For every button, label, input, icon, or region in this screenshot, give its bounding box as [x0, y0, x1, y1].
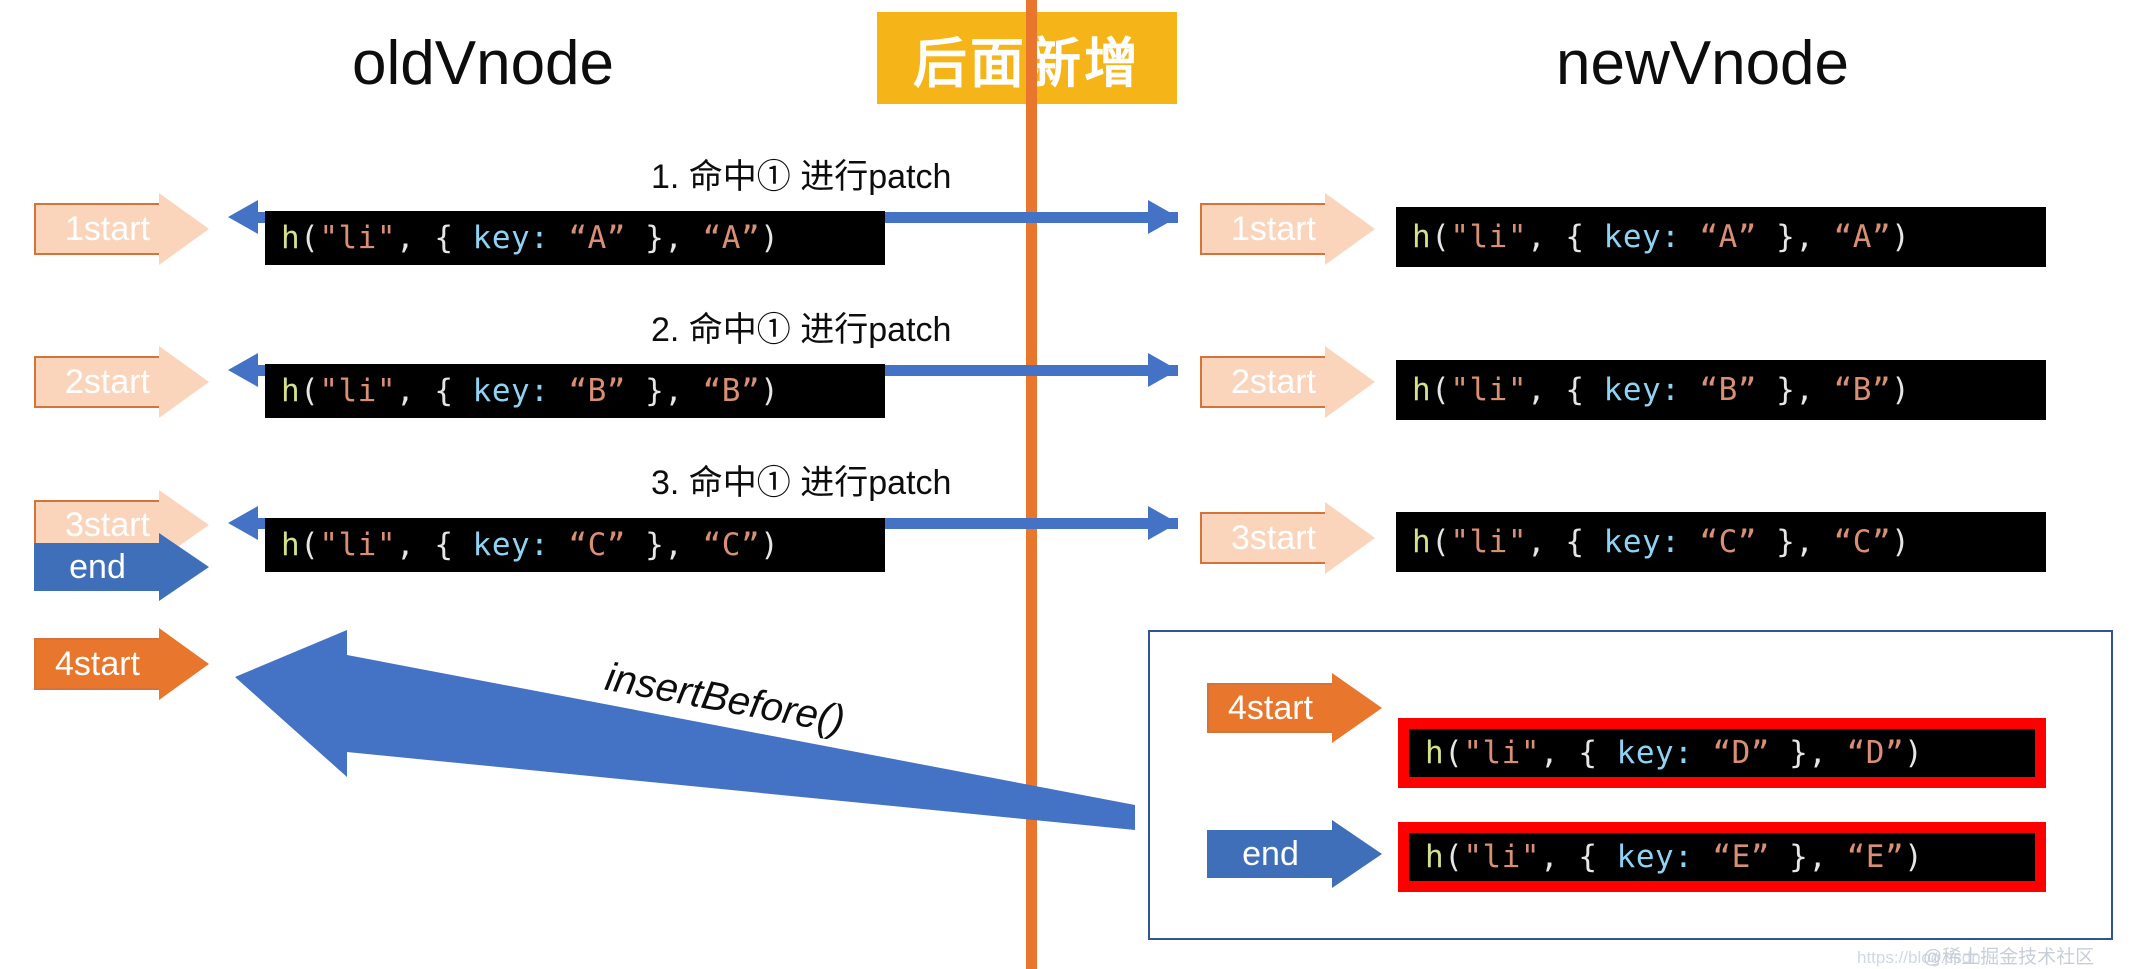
watermark-url: https://blog.csdn [1857, 948, 1981, 967]
new-code-text-d: h("li", { key: “D” }, “D”) [1425, 734, 1924, 771]
arrow-head-icon [159, 533, 209, 601]
banner-label: 后面新增 [913, 19, 1141, 98]
old-code-block-a: h("li", { key: “A” }, “A”) [265, 211, 885, 265]
pointer-body: 1start [1200, 203, 1325, 255]
arrow-head-icon [1325, 502, 1375, 574]
new-code-block-c: h("li", { key: “C” }, “C”) [1396, 512, 2046, 572]
old-pointer-3start[interactable]: 3start [34, 490, 209, 560]
pointer-label: 1start [1230, 210, 1317, 248]
watermark: https://blog.csdn @稀土掘金技术社区 [1857, 942, 2094, 969]
pointer-body: 3start [1200, 512, 1325, 564]
old-pointer-4start[interactable]: 4start [34, 628, 209, 700]
pointer-body: 4start [1207, 683, 1332, 733]
old-code-text-b: h("li", { key: “B” }, “B”) [281, 372, 780, 409]
new-code-text-e: h("li", { key: “E” }, “E”) [1425, 838, 1924, 875]
arrow-head-icon [159, 346, 209, 418]
old-code-block-b: h("li", { key: “B” }, “B”) [265, 364, 885, 418]
pointer-body: 1start [34, 203, 159, 255]
pointer-label: 3start [1230, 519, 1317, 557]
arrow-head-icon [159, 193, 209, 265]
pointer-label: 2start [64, 363, 151, 401]
new-code-block-a: h("li", { key: “A” }, “A”) [1396, 207, 2046, 267]
arrowhead-right-icon [1148, 200, 1178, 234]
pointer-body: 2start [1200, 356, 1325, 408]
old-code-text-c: h("li", { key: “C” }, “C”) [281, 526, 780, 563]
pointer-label: end [69, 548, 126, 586]
step-label-3: 3. 命中① 进行patch [651, 464, 952, 502]
new-code-text-b: h("li", { key: “B” }, “B”) [1412, 371, 1911, 408]
arrowhead-left-icon [228, 200, 258, 234]
arrow-head-icon [1325, 346, 1375, 418]
insert-before-arrow [235, 630, 1135, 830]
watermark-author: @稀土掘金技术社区 [1922, 947, 2095, 968]
arrow-shape [235, 630, 1135, 830]
pointer-label: 3start [64, 506, 151, 544]
pointer-label: 4start [54, 645, 141, 683]
pointer-label: 4start [1227, 689, 1314, 727]
arrow-head-icon [1332, 673, 1382, 743]
new-pointer-3start[interactable]: 3start [1200, 502, 1375, 574]
new-code-block-d: h("li", { key: “D” }, “D”) [1398, 718, 2046, 788]
new-code-block-b: h("li", { key: “B” }, “B”) [1396, 360, 2046, 420]
arrowhead-left-icon [228, 353, 258, 387]
arrowhead-right-icon [1148, 506, 1178, 540]
pointer-body: 4start [34, 638, 159, 690]
old-code-text-a: h("li", { key: “A” }, “A”) [281, 219, 780, 256]
pointer-body: 3start [34, 500, 159, 550]
new-code-block-e: h("li", { key: “E” }, “E”) [1398, 822, 2046, 892]
insert-before-label: insertBefore() [601, 655, 849, 743]
column-title-newvnode: newVnode [1556, 29, 1850, 98]
old-code-block-c: h("li", { key: “C” }, “C”) [265, 518, 885, 572]
pointer-label: 2start [1230, 363, 1317, 401]
new-code-text-a: h("li", { key: “A” }, “A”) [1412, 218, 1911, 255]
step-label-1: 1. 命中① 进行patch [651, 158, 952, 196]
arrow-head-icon [1332, 820, 1382, 888]
pointer-body: end [34, 543, 159, 591]
old-pointer-end[interactable]: end [34, 533, 209, 601]
column-title-oldvnode: oldVnode [352, 29, 615, 98]
arrowhead-left-icon [228, 506, 258, 540]
newly-added-nodes-box [1148, 630, 2113, 940]
old-pointer-1start[interactable]: 1start [34, 193, 209, 265]
pointer-body: 2start [34, 356, 159, 408]
vertical-divider [1026, 0, 1037, 969]
pointer-label: end [1242, 835, 1299, 873]
pointer-body: end [1207, 830, 1332, 878]
new-pointer-2start[interactable]: 2start [1200, 346, 1375, 418]
step-label-2: 2. 命中① 进行patch [651, 311, 952, 349]
new-pointer-end[interactable]: end [1207, 820, 1382, 888]
new-pointer-4start[interactable]: 4start [1207, 673, 1382, 743]
arrow-head-icon [1325, 193, 1375, 265]
pointer-label: 1start [64, 210, 151, 248]
arrow-head-icon [159, 628, 209, 700]
arrowhead-right-icon [1148, 353, 1178, 387]
old-pointer-2start[interactable]: 2start [34, 346, 209, 418]
new-code-text-c: h("li", { key: “C” }, “C”) [1412, 523, 1911, 560]
new-pointer-1start[interactable]: 1start [1200, 193, 1375, 265]
